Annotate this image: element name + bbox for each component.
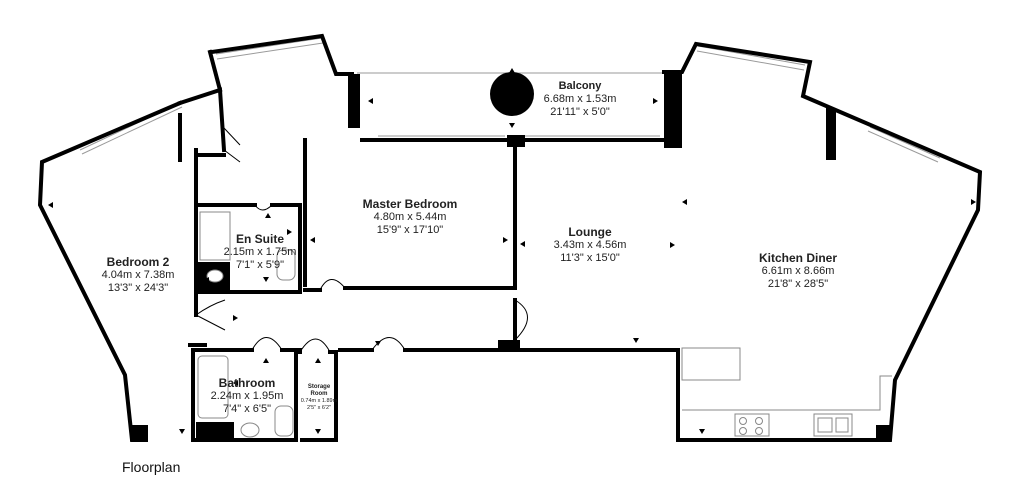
room-imperial: 21'8" x 28'5" [767, 278, 829, 290]
room-metric: 4.04m x 7.38m [101, 269, 175, 281]
doors [195, 127, 528, 353]
room-imperial: 2'5" x 6'2" [306, 405, 332, 411]
ensuite-toilet [276, 249, 296, 281]
room-label-master-bedroom: Master Bedroom 4.80m x 5.44m 15'9" x 17'… [350, 198, 470, 237]
room-name: Storage Room [307, 384, 331, 397]
bathroom-toilet [274, 405, 294, 437]
room-metric: 4.80m x 5.44m [373, 211, 447, 223]
room-name: Balcony [558, 80, 602, 92]
room-metric: 0.74m x 1.89m [300, 398, 338, 404]
room-metric: 2.24m x 1.95m [210, 390, 284, 402]
ensuite-basin [206, 269, 224, 283]
room-imperial: 13'3" x 24'3" [107, 282, 169, 294]
room-imperial: 21'11" x 5'0" [550, 106, 610, 118]
ensuite-shower [199, 211, 231, 261]
room-name: Bedroom 2 [106, 255, 170, 269]
room-metric: 2.15m x 1.75m [223, 246, 297, 258]
structural-blocks [130, 72, 892, 442]
measurement-arrows [48, 68, 976, 434]
room-imperial: 15'9" x 17'10" [376, 224, 444, 236]
room-metric: 6.68m x 1.53m [543, 93, 617, 105]
fixtures [197, 211, 892, 438]
room-label-en-suite: En Suite 2.15m x 1.75m 7'1" x 5'9" [220, 233, 300, 272]
room-name: Lounge [568, 225, 612, 239]
room-label-lounge: Lounge 3.43m x 4.56m 11'3" x 15'0" [540, 226, 640, 265]
bathtub [197, 355, 229, 419]
room-imperial: 7'4" x 6'5" [222, 403, 272, 415]
room-imperial: 7'1" x 5'9" [235, 259, 285, 271]
room-name: Bathroom [218, 376, 276, 390]
room-label-balcony: Balcony 6.68m x 1.53m 21'11" x 5'0" [530, 80, 630, 119]
room-metric: 3.43m x 4.56m [553, 239, 627, 251]
room-label-kitchen-diner: Kitchen Diner 6.61m x 8.66m 21'8" x 28'5… [743, 252, 853, 291]
kitchen-island [681, 347, 741, 381]
balcony-table [490, 72, 534, 116]
room-name: En Suite [235, 232, 284, 246]
room-name: Master Bedroom [362, 197, 458, 211]
room-label-bedroom-2: Bedroom 2 4.04m x 7.38m 13'3" x 24'3" [88, 256, 188, 295]
room-label-storage-room: Storage Room 0.74m x 1.89m 2'5" x 6'2" [300, 384, 338, 412]
room-imperial: 11'3" x 15'0" [560, 252, 620, 264]
room-name: Kitchen Diner [758, 251, 837, 265]
bathroom-basin [240, 422, 260, 438]
room-metric: 6.61m x 8.66m [761, 265, 835, 277]
floorplan-caption: Floorplan [122, 459, 181, 475]
room-label-bathroom: Bathroom 2.24m x 1.95m 7'4" x 6'5" [203, 377, 291, 416]
